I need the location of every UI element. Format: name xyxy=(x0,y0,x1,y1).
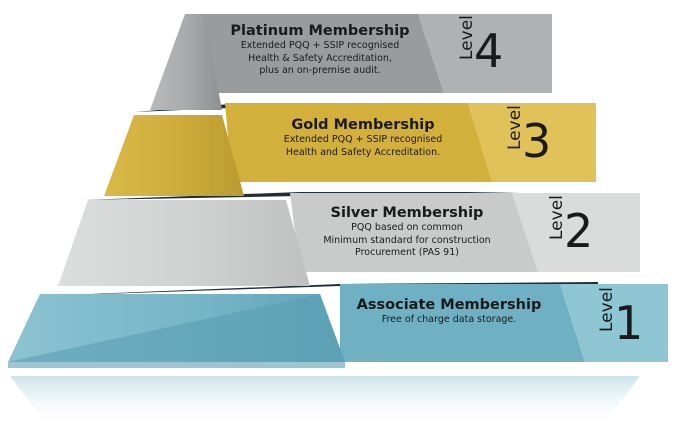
associate-tier: Associate Membership Free of charge data… xyxy=(340,296,558,327)
silver-tier: Silver Membership PQQ based on common Mi… xyxy=(292,204,522,260)
platinum-desc-line-1: Extended PQQ + SSIP recognised xyxy=(240,40,400,51)
platinum-tier: Platinum Membership Extended PQQ + SSIP … xyxy=(210,22,430,78)
level-number: 1 xyxy=(614,296,644,350)
gold-pyramid-face xyxy=(104,115,244,196)
silver-desc-line-2: Minimum standard for construction xyxy=(323,234,491,246)
silver-band-panel xyxy=(290,193,538,272)
silver-desc-line-3: Procurement (PAS 91) xyxy=(355,247,459,258)
gold-title: Gold Membership xyxy=(291,117,435,133)
associate-desc-line-1: Free of charge data storage. xyxy=(381,314,517,325)
silver-level-panel xyxy=(512,193,640,272)
associate-level-label: Level 1 xyxy=(597,287,644,350)
silver-level-label: Level 2 xyxy=(547,195,594,258)
platinum-level-panel xyxy=(418,14,552,93)
gold-desc-line-1: Extended PQQ + SSIP recognised xyxy=(283,134,443,145)
level-number: 4 xyxy=(474,24,504,78)
platinum-pyramid-face xyxy=(150,14,222,110)
silver-title: Silver Membership xyxy=(330,205,484,221)
associate-title: Associate Membership xyxy=(356,297,542,313)
level-word: Level xyxy=(597,287,617,332)
level-word: Level xyxy=(547,195,567,240)
level-number: 2 xyxy=(564,204,594,258)
associate-pyramid-edge xyxy=(8,294,345,368)
gold-desc-line-2: Health and Safety Accreditation. xyxy=(285,146,441,158)
associate-band-panel xyxy=(340,284,585,362)
associate-level-panel xyxy=(560,284,668,362)
platinum-level-label: Level 4 xyxy=(457,15,504,78)
gold-tier: Gold Membership Extended PQQ + SSIP reco… xyxy=(248,116,478,159)
level-word: Level xyxy=(505,105,525,150)
silver-desc-line-1: PQQ based on common xyxy=(351,222,463,233)
gold-level-label: Level 3 xyxy=(505,105,552,168)
platinum-title: Platinum Membership xyxy=(230,23,410,39)
gold-level-panel xyxy=(468,103,596,182)
level-number: 3 xyxy=(522,114,552,168)
gold-band-panel xyxy=(225,103,492,182)
platinum-desc-line-2: Health & Safety Accreditation, xyxy=(248,52,392,64)
pyramid-reflection xyxy=(10,376,640,429)
platinum-desc-line-3: plus an on-premise audit. xyxy=(259,65,381,76)
silver-pyramid-face xyxy=(58,200,310,286)
level-word: Level xyxy=(457,15,477,60)
platinum-band-panel xyxy=(188,14,444,93)
